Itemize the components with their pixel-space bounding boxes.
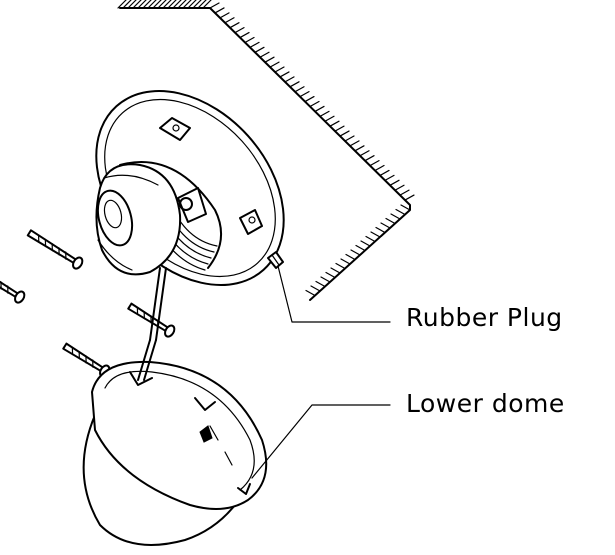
screw-left-2 xyxy=(26,229,84,270)
ceiling-wall xyxy=(117,0,415,301)
lower-dome xyxy=(82,339,268,546)
camera-lens-module xyxy=(95,163,182,276)
leader-lines xyxy=(251,265,391,479)
rubber-plug-label: Rubber Plug xyxy=(406,303,563,332)
screw-left-1 xyxy=(0,260,26,304)
rubber-plug xyxy=(267,251,284,269)
lower-dome-label: Lower dome xyxy=(406,389,565,418)
